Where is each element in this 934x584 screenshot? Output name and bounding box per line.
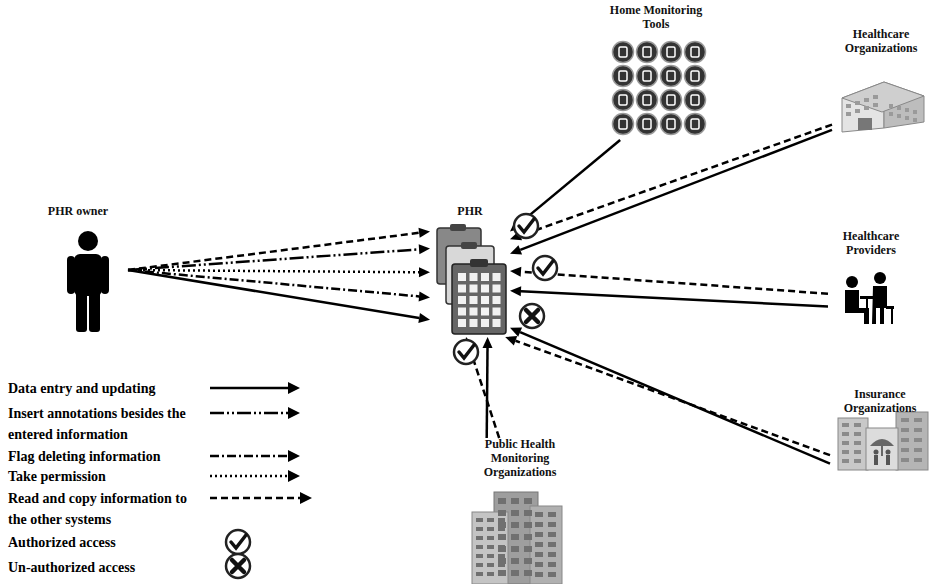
authorized-symbol	[454, 340, 478, 364]
node-label: PHR owner	[28, 205, 128, 219]
entity-node: Healthcare Organizations	[832, 28, 930, 133]
hospital-building	[842, 82, 924, 132]
icon-grid	[613, 42, 706, 135]
unauthorized-symbol	[226, 554, 250, 578]
connector	[128, 270, 430, 301]
entity-node: Insurance Organizations	[830, 388, 930, 472]
node-label: Public Health Monitoring Organizations	[468, 438, 572, 479]
legend-text: Un-authorized access	[8, 557, 200, 578]
authorized-symbol	[514, 214, 538, 238]
node-label: Healthcare Providers	[828, 230, 914, 258]
node-label: Home Monitoring Tools	[600, 4, 712, 32]
connector	[483, 337, 493, 438]
legend-samples	[210, 382, 312, 504]
authorized-symbol	[533, 256, 557, 280]
public-health-buildings	[472, 492, 562, 584]
legend-text: Flag deleting information	[8, 446, 200, 467]
connector	[128, 267, 430, 277]
legend-text: Data entry and updating	[8, 378, 200, 399]
entity-node: Home Monitoring Tools	[600, 4, 712, 140]
connector	[128, 228, 430, 270]
legend-text: Take permission	[8, 466, 200, 487]
connector	[510, 286, 828, 306]
clipboard-stack	[437, 224, 506, 334]
node-label: Insurance Organizations	[830, 388, 930, 416]
legend-text: Authorized access	[8, 532, 200, 553]
entity-node: PHR owner	[28, 205, 128, 335]
entity-node: PHR	[430, 205, 510, 337]
legend-text: Read and copy information to the other s…	[8, 488, 200, 530]
connector	[128, 244, 430, 270]
connector	[510, 327, 830, 463]
connector	[510, 130, 832, 255]
node-label: PHR	[430, 205, 510, 219]
node-label: Healthcare Organizations	[832, 28, 930, 56]
unauthorized-symbol	[520, 304, 544, 328]
connector	[510, 125, 832, 241]
provider-figures	[845, 272, 894, 324]
legend-text: Insert annotations besides the entered i…	[8, 403, 200, 445]
connector	[128, 270, 430, 323]
insurance-buildings	[838, 412, 928, 470]
entity-node: Public Health Monitoring Organizations	[468, 438, 572, 578]
entity-node: Healthcare Providers	[828, 230, 914, 328]
person-figure	[67, 231, 109, 332]
authorized-symbol	[226, 530, 250, 554]
